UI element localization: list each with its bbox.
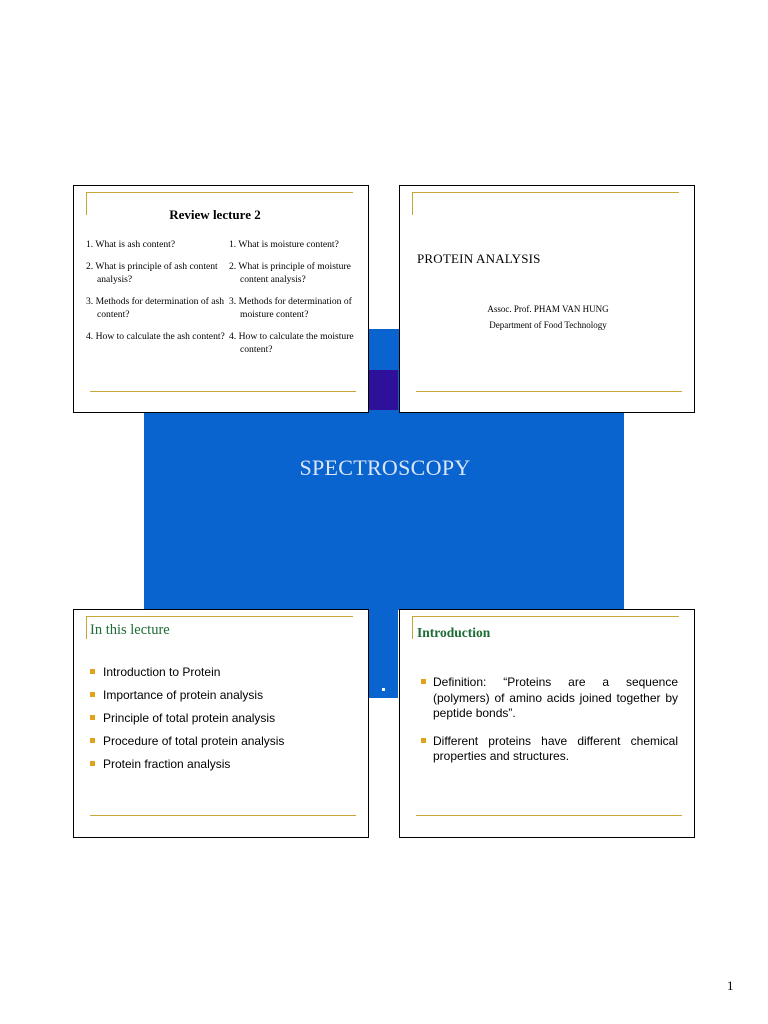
list-item-text: Definition: “Proteins are a sequence (po… bbox=[433, 675, 678, 720]
list-item: Different proteins have different chemic… bbox=[421, 734, 678, 765]
bullet-icon bbox=[90, 761, 95, 766]
review-question: 1. What is ash content? bbox=[86, 239, 176, 250]
slide-corner-decoration bbox=[412, 616, 679, 639]
slide-footer-line bbox=[416, 815, 682, 816]
list-item: Procedure of total protein analysis bbox=[90, 734, 360, 749]
department-name: Department of Food Technology bbox=[489, 320, 607, 330]
bullet-icon bbox=[90, 669, 95, 674]
list-item-text: Introduction to Protein bbox=[103, 665, 221, 679]
list-item-text: Procedure of total protein analysis bbox=[103, 734, 285, 748]
author-name: Assoc. Prof. PHAM VAN HUNG bbox=[487, 304, 609, 314]
title-slide: PROTEIN ANALYSIS Assoc. Prof. PHAM VAN H… bbox=[399, 185, 695, 413]
list-item: Protein fraction analysis bbox=[90, 757, 360, 772]
bullet-icon bbox=[421, 737, 426, 743]
background-dot bbox=[382, 688, 385, 691]
list-item-text: Importance of protein analysis bbox=[103, 688, 264, 702]
review-question: 3. Methods for determination of ash cont… bbox=[86, 296, 225, 320]
list-item: Definition: “Proteins are a sequence (po… bbox=[421, 675, 678, 722]
list-item: Importance of protein analysis bbox=[90, 688, 360, 703]
review-question: 4. How to calculate the moisture content… bbox=[229, 331, 354, 355]
introduction-title: Introduction bbox=[417, 625, 491, 640]
review-question: 2. What is principle of moisture content… bbox=[229, 261, 351, 285]
bullet-icon bbox=[90, 715, 95, 720]
review-title: Review lecture 2 bbox=[169, 207, 261, 222]
slide-corner-decoration bbox=[412, 192, 679, 215]
outline-slide: In this lecture Introduction to Protein … bbox=[73, 609, 369, 838]
lecture-title: PROTEIN ANALYSIS bbox=[417, 251, 541, 266]
background-slide-title: SPECTROSCOPY bbox=[299, 455, 471, 480]
review-left-column: 1. What is ash content? 2. What is princ… bbox=[86, 238, 226, 352]
outline-list: Introduction to Protein Importance of pr… bbox=[90, 665, 360, 780]
review-slide: Review lecture 2 1. What is ash content?… bbox=[73, 185, 369, 413]
review-question: 1. What is moisture content? bbox=[229, 239, 339, 250]
bullet-icon bbox=[90, 692, 95, 697]
list-item-text: Principle of total protein analysis bbox=[103, 711, 276, 725]
review-question: 4. How to calculate the ash content? bbox=[86, 331, 225, 342]
slide-corner-decoration bbox=[86, 192, 353, 215]
list-item: Principle of total protein analysis bbox=[90, 711, 360, 726]
review-right-column: 1. What is moisture content? 2. What is … bbox=[229, 238, 369, 365]
list-item-text: Protein fraction analysis bbox=[103, 757, 231, 771]
review-question: 3. Methods for determination of moisture… bbox=[229, 296, 352, 320]
list-item: Introduction to Protein bbox=[90, 665, 360, 680]
bullet-icon bbox=[90, 738, 95, 743]
introduction-list: Definition: “Proteins are a sequence (po… bbox=[421, 675, 678, 777]
list-item-text: Different proteins have different chemic… bbox=[433, 733, 678, 764]
slide-footer-line bbox=[90, 391, 356, 392]
bullet-icon bbox=[421, 679, 426, 684]
slide-corner-decoration bbox=[86, 616, 353, 639]
slide-footer-line bbox=[416, 391, 682, 392]
page-number: 1 bbox=[727, 978, 734, 993]
slide-footer-line bbox=[90, 815, 356, 816]
outline-title: In this lecture bbox=[90, 622, 170, 638]
introduction-slide: Introduction Definition: “Proteins are a… bbox=[399, 609, 695, 838]
review-question: 2. What is principle of ash content anal… bbox=[86, 261, 218, 285]
